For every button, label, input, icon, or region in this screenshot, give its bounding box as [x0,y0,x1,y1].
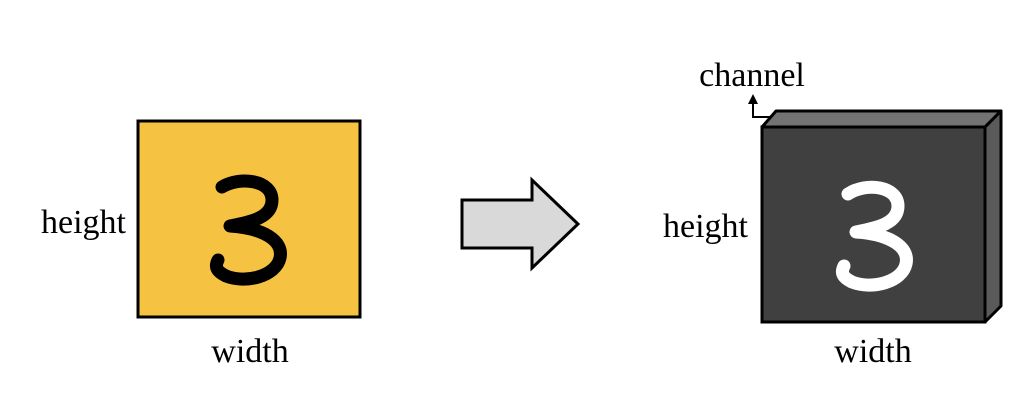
input-image [136,119,362,319]
tensor-side-face [983,109,1003,324]
channel-arrowhead-icon [748,94,758,104]
digit-three-dark [209,174,287,286]
input-width-label: width [211,333,288,370]
right-arrow-icon [460,176,581,272]
tensor-block [760,109,1003,324]
tensor-top-face [760,109,1003,129]
channel-indicator [748,94,771,118]
channel-pointer-line [752,103,771,118]
tensor-height-label: height [663,208,749,245]
input-height-label: height [41,204,127,241]
tensor-channel-label: channel [699,57,805,94]
digit-three-white [835,180,913,292]
tensor-width-label: width [834,333,911,370]
